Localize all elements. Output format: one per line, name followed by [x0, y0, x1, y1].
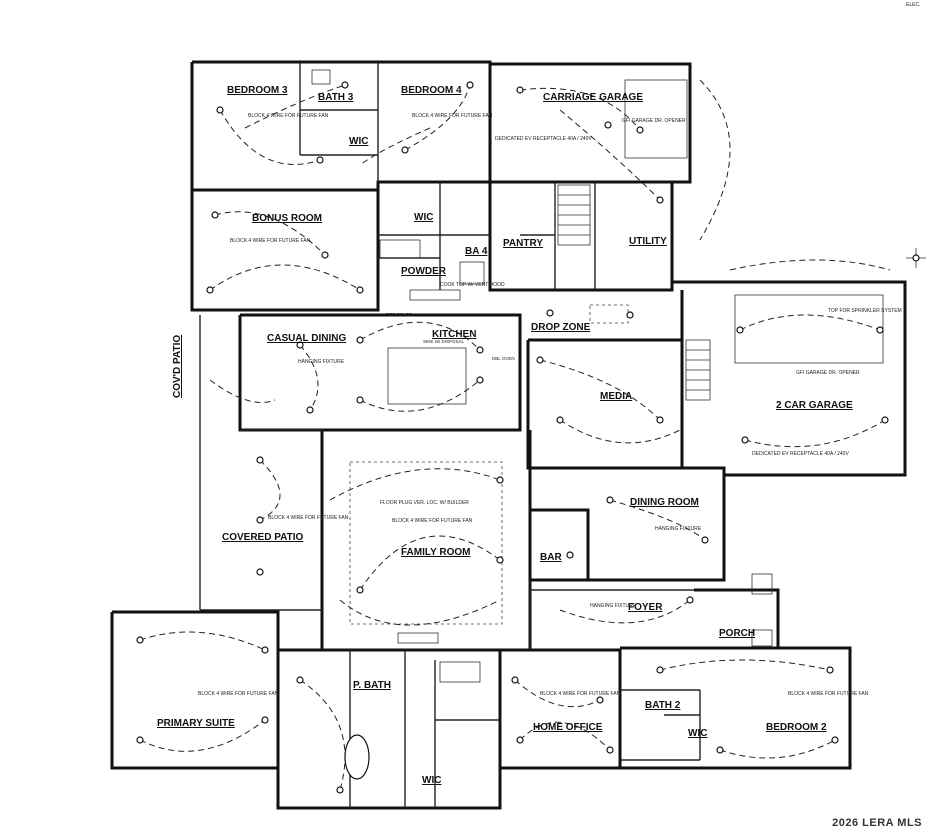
label-dining-room: DINING ROOM	[630, 497, 699, 508]
stairs	[557, 184, 711, 401]
label-wic-mid: WIC	[414, 212, 433, 223]
light-fixtures	[136, 81, 889, 794]
label-wic-upper: WIC	[349, 136, 368, 147]
note-sink: SINK W/ DISPOSAL	[423, 339, 465, 344]
note-ref-space: REF. SPACE	[386, 312, 412, 317]
note-floor-plug: FLOOR PLUG VER. LOC. W/ BUILDER	[380, 500, 469, 506]
label-primary-suite: PRIMARY SUITE	[157, 718, 235, 729]
note-fan-bed3: BLOCK 4 WIRE FOR FUTURE FAN	[248, 113, 329, 119]
label-foyer: FOYER	[628, 602, 663, 613]
note-hanging-casual: HANGING FIXTURE	[298, 359, 345, 365]
label-kitchen: KITCHEN	[432, 329, 476, 340]
note-cooktop: COOK TOP W/ VENT HOOD	[440, 282, 505, 288]
plumbing-fixtures	[311, 69, 773, 780]
label-home-office: HOME OFFICE	[533, 722, 603, 733]
label-bath3: BATH 3	[318, 92, 354, 103]
label-pantry: PANTRY	[503, 238, 543, 249]
label-family-room: FAMILY ROOM	[401, 547, 470, 558]
label-bar: BAR	[540, 552, 562, 563]
note-ev-garage: DEDICATED EV RECEPTACLE 40A / 240V	[752, 451, 849, 457]
room-labels: BEDROOM 3 BATH 3 BEDROOM 4 CARRIAGE GARA…	[157, 85, 853, 786]
label-bedroom2: BEDROOM 2	[766, 722, 827, 733]
annotations: BLOCK 4 WIRE FOR FUTURE FAN BLOCK 4 WIRE…	[198, 2, 920, 697]
exterior-walls	[110, 60, 907, 810]
label-wic-primary: WIC	[422, 775, 441, 786]
note-hanging-foyer: HANGING FIXTURE	[590, 603, 637, 609]
note-electric-panel: ELEC.	[906, 2, 920, 8]
label-bonus-room: BONUS ROOM	[252, 213, 322, 224]
label-bedroom4: BEDROOM 4	[401, 85, 462, 96]
note-fan-bonus: BLOCK 4 WIRE FOR FUTURE FAN	[230, 238, 311, 244]
label-powder: POWDER	[401, 266, 447, 277]
note-gfi-garage: GFI GARAGE DR. OPENER	[796, 370, 860, 376]
interior-walls	[199, 62, 701, 808]
watermark: 2026 LERA MLS	[832, 817, 922, 829]
label-carriage-garage: CARRIAGE GARAGE	[543, 92, 643, 103]
label-bedroom3: BEDROOM 3	[227, 85, 288, 96]
ceiling-outlines	[349, 79, 884, 625]
note-gfi-carriage: GFI GARAGE DR. OPENER	[622, 118, 686, 124]
note-sprinkler: TOP FOR SPRINKLER SYSTEM	[828, 308, 902, 314]
note-fan-family: BLOCK 4 WIRE FOR FUTURE FAN	[392, 518, 473, 524]
wiring	[139, 79, 891, 791]
label-drop-zone: DROP ZONE	[531, 322, 591, 333]
label-ba4: BA 4	[465, 246, 488, 257]
label-2-car-garage: 2 CAR GARAGE	[776, 400, 853, 411]
label-casual-dining: CASUAL DINING	[267, 333, 346, 344]
note-fan-patio: BLOCK 4 WIRE FOR FUTURE FAN	[268, 515, 349, 521]
note-fan-office: BLOCK 4 WIRE FOR FUTURE FAN	[540, 691, 621, 697]
label-p-bath: P. BATH	[353, 680, 391, 691]
label-porch: PORCH	[719, 628, 755, 639]
note-ev-carriage: DEDICATED EV RECEPTACLE 40A / 240V	[495, 136, 592, 142]
label-wic-bath2: WIC	[688, 728, 707, 739]
label-bath2: BATH 2	[645, 700, 681, 711]
note-fan-bed2: BLOCK 4 WIRE FOR FUTURE FAN	[788, 691, 869, 697]
label-utility: UTILITY	[629, 236, 667, 247]
label-covered-patio: COVERED PATIO	[222, 532, 304, 543]
note-fan-primary: BLOCK 4 WIRE FOR FUTURE FAN	[198, 691, 279, 697]
note-dbl-oven: DBL OVEN	[492, 356, 515, 361]
note-hanging-dining: HANGING FIXTURE	[655, 526, 702, 532]
label-covd-patio: COV'D PATIO	[172, 335, 183, 398]
fan-symbol	[906, 248, 926, 268]
note-fan-bed4: BLOCK 4 WIRE FOR FUTURE FAN	[412, 113, 493, 119]
label-media: MEDIA	[600, 391, 632, 402]
